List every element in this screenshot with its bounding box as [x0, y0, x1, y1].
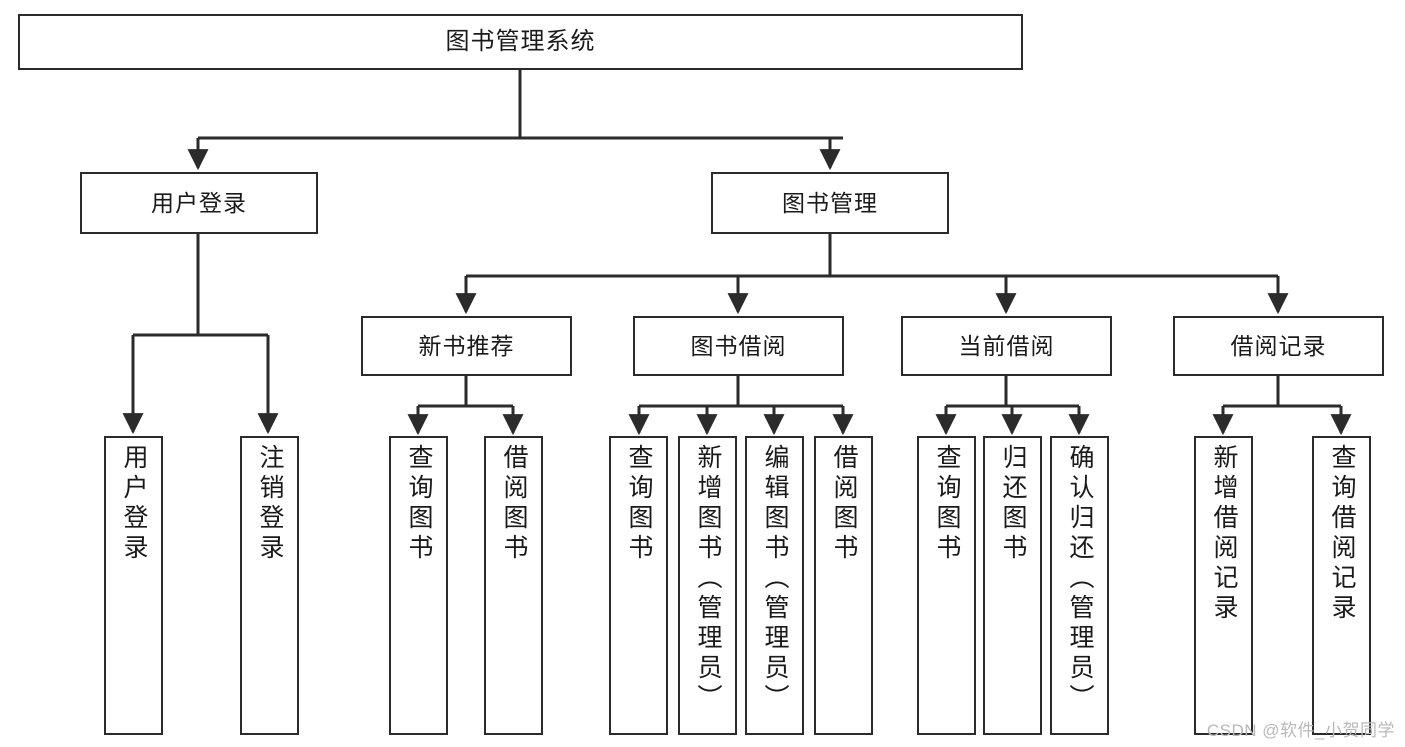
- node-label: 图书管理系统: [445, 28, 596, 56]
- node-label: 新书推荐: [418, 332, 515, 359]
- node-label: 图书借阅: [690, 332, 787, 359]
- leaf-current-query-book[interactable]: 查询图书: [917, 436, 976, 735]
- node-label: 查询图书: [405, 444, 433, 564]
- node-label: 查询图书: [625, 444, 653, 564]
- node-book-management-group[interactable]: 图书管理: [711, 172, 949, 234]
- csdn-watermark: CSDN @软件_小贺同学: [1206, 721, 1395, 740]
- node-label: 归还图书: [999, 444, 1027, 564]
- node-root-system[interactable]: 图书管理系统: [18, 14, 1023, 70]
- node-label: 借阅记录: [1230, 332, 1327, 359]
- leaf-user-login[interactable]: 用户登录: [104, 436, 163, 735]
- leaf-current-return-book[interactable]: 归还图书: [983, 436, 1042, 735]
- node-label: 查询借阅记录: [1328, 444, 1356, 624]
- node-label: 查询图书: [933, 444, 961, 564]
- node-label: 借阅图书: [500, 444, 528, 564]
- node-label: 确认归还（管理员）: [1066, 444, 1094, 714]
- leaf-borrow-add-book-admin[interactable]: 新增图书（管理员）: [678, 436, 737, 735]
- node-label: 编辑图书（管理员）: [761, 444, 789, 714]
- leaf-borrow-query-book[interactable]: 查询图书: [609, 436, 668, 735]
- leaf-recommend-query-book[interactable]: 查询图书: [389, 436, 448, 735]
- node-label: 当前借阅: [958, 332, 1055, 359]
- node-label: 注销登录: [256, 444, 284, 564]
- leaf-user-logout[interactable]: 注销登录: [240, 436, 299, 735]
- node-label: 用户登录: [151, 189, 247, 216]
- node-label: 用户登录: [120, 444, 148, 564]
- node-label: 图书管理: [782, 189, 878, 216]
- node-label: 新增图书（管理员）: [694, 444, 722, 714]
- node-book-borrow[interactable]: 图书借阅: [633, 316, 844, 376]
- node-new-book-recommend[interactable]: 新书推荐: [361, 316, 572, 376]
- leaf-record-query-borrow-record[interactable]: 查询借阅记录: [1312, 436, 1371, 735]
- leaf-borrow-edit-book-admin[interactable]: 编辑图书（管理员）: [745, 436, 804, 735]
- node-current-borrow[interactable]: 当前借阅: [901, 316, 1112, 376]
- leaf-record-add-borrow-record[interactable]: 新增借阅记录: [1194, 436, 1253, 735]
- node-label: 新增借阅记录: [1210, 444, 1238, 624]
- node-user-login-group[interactable]: 用户登录: [80, 172, 318, 234]
- node-borrow-record[interactable]: 借阅记录: [1173, 316, 1384, 376]
- leaf-borrow-borrow-book[interactable]: 借阅图书: [814, 436, 873, 735]
- node-label: 借阅图书: [830, 444, 858, 564]
- leaf-current-confirm-return-admin[interactable]: 确认归还（管理员）: [1050, 436, 1109, 735]
- leaf-recommend-borrow-book[interactable]: 借阅图书: [484, 436, 543, 735]
